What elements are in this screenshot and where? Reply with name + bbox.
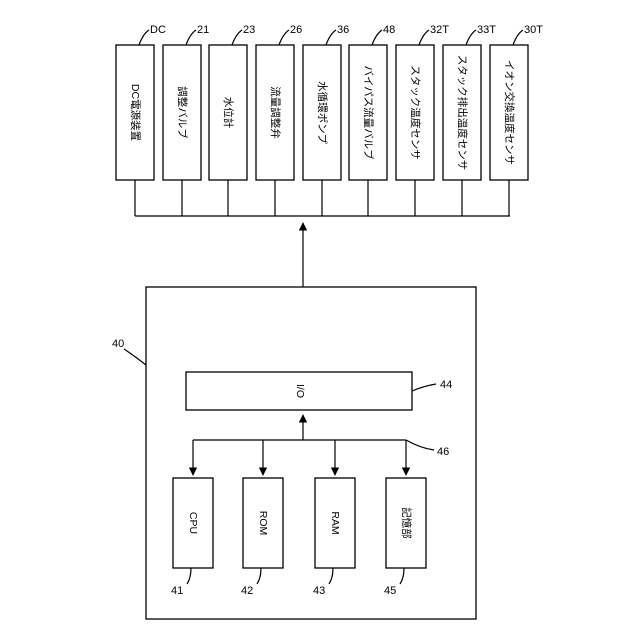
device-ref: 36	[337, 24, 349, 36]
device-label: 水循環ポンプ	[316, 81, 329, 144]
device-label: DC電源装置	[129, 84, 142, 141]
device-36: 水循環ポンプ 36	[303, 24, 349, 216]
io-block: I/O 44	[186, 372, 452, 410]
device-DC: DC電源装置 DC	[116, 24, 166, 216]
device-ref: 32T	[430, 24, 449, 36]
device-48: バイパス流量バルブ 48	[349, 24, 395, 216]
device-ref: 23	[243, 24, 255, 36]
device-label: イオン交換温度センサ	[503, 60, 516, 165]
component-ref: 43	[313, 585, 325, 597]
controller-ref: 40	[112, 338, 124, 350]
device-label: 調整バルブ	[176, 86, 189, 139]
device-23: 水位計 23	[209, 24, 255, 216]
device-row: DC電源装置DC調整バルブ21水位計23流量調整弁26水循環ポンプ36バイパス流…	[116, 24, 543, 216]
component-label: ROM	[257, 511, 269, 536]
io-ref: 44	[440, 379, 452, 391]
device-ref: 48	[383, 24, 395, 36]
device-label: スタック温度センサ	[409, 65, 422, 160]
controller-unit: 40	[112, 287, 476, 619]
device-label: 水位計	[222, 97, 235, 129]
device-26: 流量調整弁 26	[256, 24, 302, 216]
component-label: CPU	[187, 512, 199, 534]
device-label: スタック排出温度センサ	[456, 55, 469, 171]
component-ref: 42	[241, 585, 253, 597]
component-label: 記憶部	[400, 507, 413, 539]
component-ref: 45	[384, 585, 396, 597]
device-32T: スタック温度センサ 32T	[396, 24, 449, 216]
device-ref: 21	[197, 24, 209, 36]
device-label: バイパス流量バルブ	[362, 65, 375, 160]
device-label: 流量調整弁	[269, 86, 282, 139]
device-ref: 26	[290, 24, 302, 36]
device-30T: イオン交換温度センサ 30T	[490, 24, 543, 216]
bus-ref: 46	[437, 446, 449, 458]
device-ref: DC	[150, 24, 166, 36]
device-ref: 33T	[477, 24, 496, 36]
device-ref: 30T	[524, 24, 543, 36]
io-label: I/O	[294, 384, 306, 398]
device-21: 調整バルブ 21	[163, 24, 209, 216]
component-ref: 41	[171, 585, 183, 597]
device-33T: スタック排出温度センサ 33T	[443, 24, 496, 216]
component-label: RAM	[329, 511, 341, 534]
